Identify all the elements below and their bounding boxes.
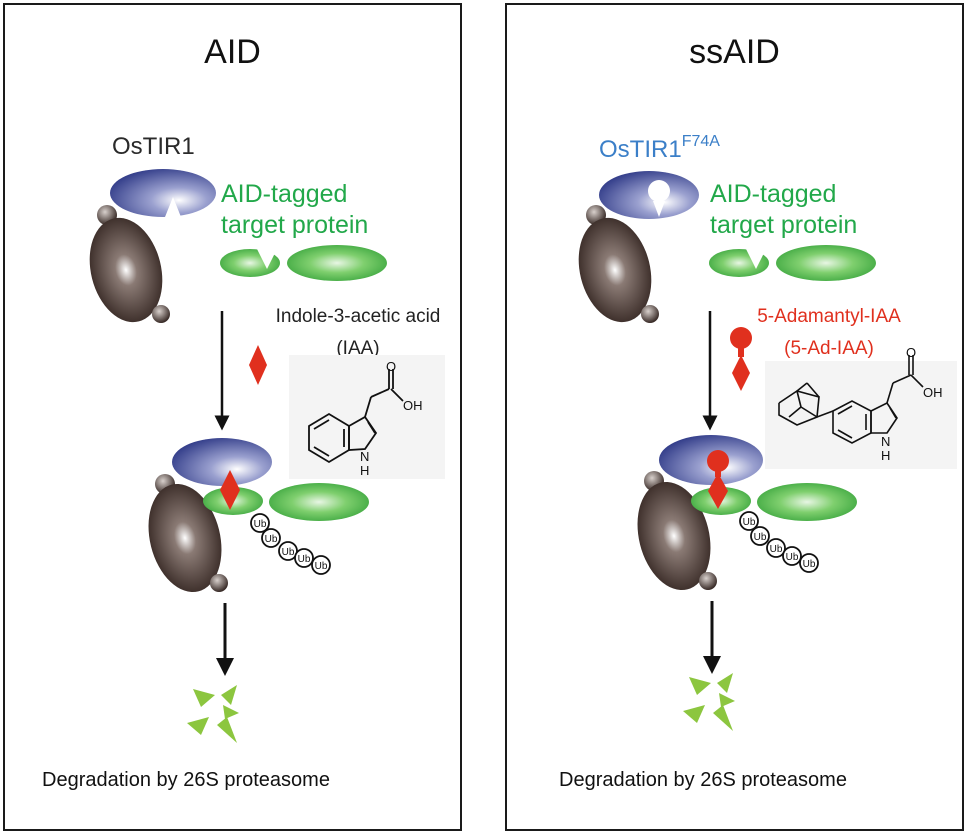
ostir1-f74a-receptor	[599, 171, 699, 219]
struct-oh-label: OH	[403, 398, 423, 413]
ubiquitin-chain-icon: Ub Ub Ub Ub Ub	[250, 513, 331, 575]
iaa-ligand-bound-icon	[220, 470, 240, 510]
ostir1-receptor	[110, 169, 216, 217]
iaa-structure-box	[289, 355, 445, 479]
aid-panel: AID OsTIR1 AID-tagged target protein Ind…	[3, 3, 462, 831]
compound-name-line2: (IAA)	[336, 338, 380, 359]
scf-complex	[578, 205, 659, 323]
aid-tagged-target-protein	[709, 245, 876, 281]
target-label: AID-tagged target protein	[221, 179, 368, 241]
target-label-line2: target protein	[221, 211, 369, 239]
compound-name-line1: Indole-3-acetic acid	[275, 306, 441, 327]
ssaid-diagram: O OH N H Ub Ub	[578, 171, 943, 731]
panel-title: AID	[204, 33, 261, 71]
struct-h-label: H	[360, 463, 369, 478]
ubiquitin-chain-icon: Ub Ub Ub Ub Ub	[739, 511, 819, 573]
target-label-line1: AID-tagged	[221, 180, 348, 208]
scf-complex-bound	[637, 471, 717, 591]
proteasome-fragment-icon	[187, 685, 239, 743]
struct-h-label: H	[881, 448, 890, 463]
struct-o-label: O	[906, 345, 916, 360]
ostir1-receptor-bound	[172, 438, 272, 486]
receptor-name: OsTIR1	[599, 136, 682, 163]
iaa-ligand-icon	[249, 345, 267, 385]
scf-complex-bound	[148, 474, 228, 593]
panel-title: ssAID	[689, 33, 780, 71]
ub-label: Ub	[265, 534, 278, 545]
struct-n-label: N	[360, 449, 369, 464]
aid-tagged-target-protein	[220, 245, 387, 281]
ub-label: Ub	[315, 561, 328, 572]
footer-label: Degradation by 26S proteasome	[559, 769, 847, 791]
ub-label: Ub	[282, 547, 295, 558]
compound-name: Indole-3-acetic acid (IAA)	[263, 301, 453, 365]
ssaid-panel: ssAID OsTIR1F74A AID-tagged target prote…	[505, 3, 964, 831]
struct-o-label: O	[386, 359, 396, 374]
target-label: AID-tagged target protein	[710, 179, 857, 241]
iaa-chemical-structure	[308, 369, 404, 464]
ub-label: Ub	[254, 519, 267, 530]
scf-complex	[89, 205, 170, 323]
ub-label: Ub	[743, 517, 756, 528]
ub-label: Ub	[770, 544, 783, 555]
ub-label: Ub	[754, 532, 767, 543]
target-label-line2: target protein	[710, 211, 858, 239]
ad-iaa-ligand-bound-icon	[707, 450, 729, 509]
footer-label: Degradation by 26S proteasome	[42, 769, 330, 791]
proteasome-fragment-icon	[683, 673, 735, 731]
struct-oh-label: OH	[923, 385, 943, 400]
ub-label: Ub	[298, 554, 311, 565]
receptor-mutation: F74A	[681, 133, 720, 150]
aid-diagram: O OH N H Ub Ub Ub Ub	[89, 169, 423, 743]
struct-n-label: N	[881, 434, 890, 449]
ub-label: Ub	[786, 552, 799, 563]
ad-iaa-structure-box	[765, 361, 957, 469]
compound-name: 5-Adamantyl-IAA (5-Ad-IAA)	[729, 301, 929, 365]
compound-name-line2: (5-Ad-IAA)	[784, 338, 874, 359]
target-label-line1: AID-tagged	[710, 180, 837, 208]
receptor-label: OsTIR1	[112, 133, 195, 160]
ad-iaa-chemical-structure	[778, 355, 924, 444]
ad-iaa-ligand-icon	[730, 327, 752, 391]
receptor-label: OsTIR1F74A	[599, 133, 720, 164]
ub-label: Ub	[803, 559, 816, 570]
compound-name-line1: 5-Adamantyl-IAA	[757, 306, 901, 327]
